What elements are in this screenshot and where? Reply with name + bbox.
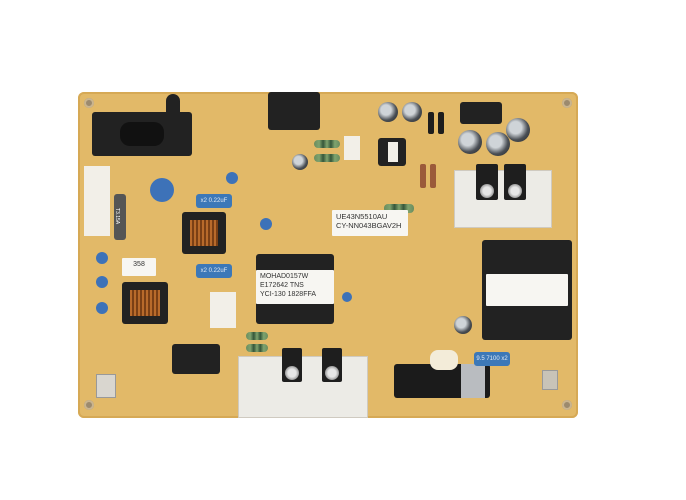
x2-capacitor: x2 0.22uF — [196, 194, 232, 208]
common-mode-choke — [122, 282, 168, 324]
mounting-hole — [84, 98, 94, 108]
resistor — [314, 140, 340, 148]
electrolytic-capacitor — [486, 132, 510, 156]
transformer-label-line: YCI-130 1828FFA — [260, 291, 317, 298]
output-transformer-label — [486, 274, 568, 306]
electrolytic-capacitor — [378, 102, 398, 122]
electrolytic-capacitor — [292, 154, 308, 170]
electrolytic-capacitor — [506, 118, 530, 142]
electrolytic-capacitor — [458, 130, 482, 154]
component-label-text: 358 — [133, 261, 145, 268]
top-center-connector — [268, 92, 320, 130]
standby-transformer — [378, 138, 406, 166]
ceramic-capacitor — [96, 252, 108, 264]
voltage-regulator — [476, 164, 498, 200]
ceramic-capacitor — [96, 302, 108, 314]
x2-capacitor: 9.5 7100 x2 — [474, 352, 510, 366]
ceramic-capacitor — [96, 276, 108, 288]
voltage-regulator — [504, 164, 526, 200]
top-right-connector — [460, 102, 502, 124]
diode — [438, 112, 444, 134]
model-label-line: CY-NN043BGAV2H — [336, 221, 402, 230]
thermal-switch — [542, 370, 558, 390]
diode — [428, 112, 434, 134]
model-label-line: UE43N5510AU — [336, 212, 388, 221]
barcode-label — [84, 166, 110, 236]
ceramic-capacitor — [342, 292, 352, 302]
resistor — [246, 344, 268, 352]
resistor — [246, 332, 268, 340]
mounting-hole — [562, 98, 572, 108]
resistor — [420, 164, 426, 188]
ceramic-capacitor — [260, 218, 272, 230]
model-label: UE43N5510AU CY-NN043BGAV2H — [332, 210, 408, 236]
resistor — [430, 164, 436, 188]
y-capacitor — [150, 178, 174, 202]
mosfet — [322, 348, 342, 382]
white-component — [344, 136, 360, 160]
ceramic-capacitor — [226, 172, 238, 184]
pcb-board: T3.15A x2 0.22uF x2 0.22uF 358 MOHAD0157… — [78, 92, 578, 418]
inlet-post — [166, 94, 180, 120]
output-transformer — [482, 240, 572, 340]
left-heatsink — [238, 356, 368, 418]
white-component — [210, 292, 236, 328]
resistor — [384, 204, 414, 213]
thermal-switch — [96, 374, 116, 398]
transformer-label: MOHAD0157W E172642 TNS YCI-130 1828FFA — [256, 270, 334, 304]
component-label: 358 — [122, 258, 156, 276]
bridge-rectifier — [172, 344, 220, 374]
right-heatsink — [454, 170, 552, 228]
x2-capacitor: x2 0.22uF — [196, 264, 232, 278]
resistor — [314, 154, 340, 162]
thermistor — [430, 350, 458, 370]
fuse: T3.15A — [114, 194, 126, 240]
transformer-label-line: E172642 TNS — [260, 282, 304, 289]
electrolytic-capacitor — [402, 102, 422, 122]
mounting-hole — [84, 400, 94, 410]
mounting-hole — [562, 400, 572, 410]
transformer-label-line: MOHAD0157W — [260, 273, 309, 280]
mosfet — [282, 348, 302, 382]
electrolytic-capacitor — [454, 316, 472, 334]
common-mode-choke — [182, 212, 226, 254]
main-transformer: MOHAD0157W E172642 TNS YCI-130 1828FFA — [256, 254, 334, 324]
fuse-label: T3.15A — [114, 208, 120, 225]
